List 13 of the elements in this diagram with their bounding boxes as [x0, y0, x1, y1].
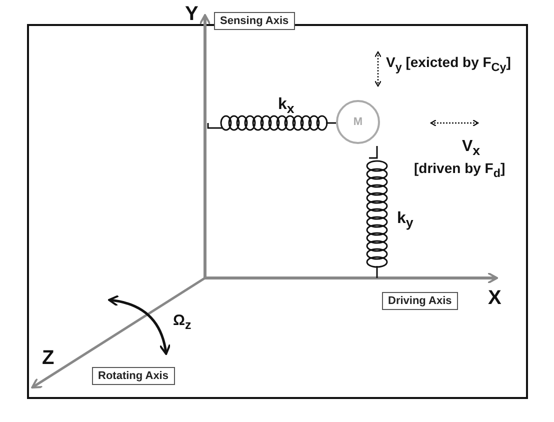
spring-constant: k$_{x}$	[278, 96, 294, 116]
sensing-axis-label: Sensing Axis	[214, 12, 295, 30]
axis-letter: Y	[185, 3, 198, 26]
velocity-label: V$_{x}$	[462, 138, 480, 158]
rotating-axis-label: Rotating Axis	[92, 367, 174, 385]
force-label: [driven by F$_{d}$]	[414, 160, 506, 180]
spring-constant: k$_{y}$	[397, 210, 414, 230]
velocity-label: V$_{y}$ [exicted by F$_{Cy}$]	[386, 54, 511, 74]
driving-axis-label: Driving Axis	[382, 292, 458, 310]
axis-letter: Z	[42, 347, 54, 370]
mass-circle: M	[336, 100, 380, 144]
axis-letter: X	[488, 287, 502, 310]
angular-rate-label: Ω$_{z}$	[173, 312, 192, 332]
